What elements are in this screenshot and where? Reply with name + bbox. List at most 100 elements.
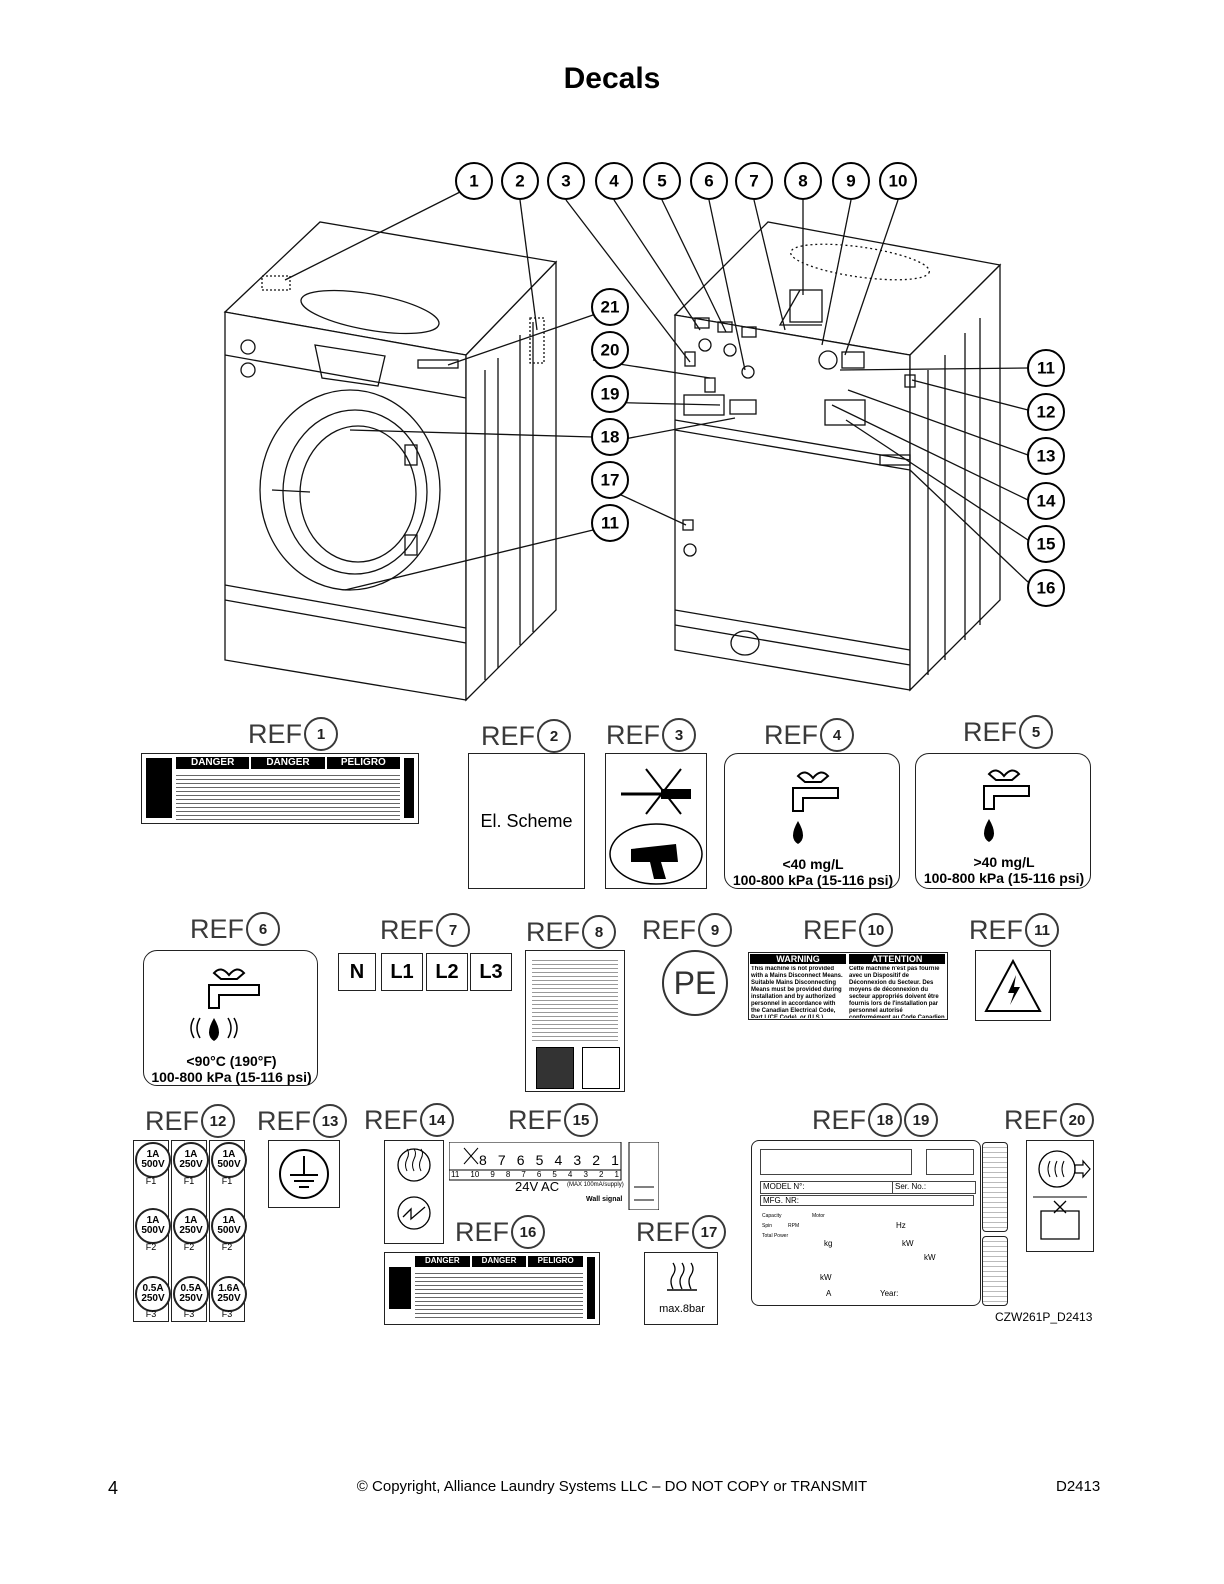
callout-17: 17 — [591, 461, 629, 499]
fuse-label: F2 — [221, 1242, 233, 1252]
svg-text:8: 8 — [798, 172, 807, 191]
nameplate-mfg-row: MFG. NR: — [760, 1195, 974, 1206]
shock-hazard-icon — [146, 758, 172, 818]
warning-header-en: WARNING — [750, 954, 846, 964]
signal-max-current: (MAX 100mA/supply) — [567, 1182, 624, 1188]
danger-small-part-number — [587, 1257, 595, 1319]
warning-text-en: This machine is not provided with a Main… — [751, 966, 843, 1018]
machine-diagram: 1 2 3 4 5 6 7 8 9 10 11 12 13 14 15 16 1… — [223, 162, 1065, 702]
svg-text:1: 1 — [469, 172, 478, 191]
callout-1: 1 — [455, 162, 493, 200]
decal-nameplate: MODEL N°: Ser. No.: MFG. NR: Capacity Mo… — [751, 1140, 981, 1306]
danger-small-headers: DANGER DANGER PELIGRO — [415, 1256, 584, 1267]
nameplate-kw: kW — [902, 1239, 914, 1248]
fuse-label: F2 — [183, 1242, 195, 1252]
heater-icons — [397, 1148, 431, 1230]
fuse-label: F3 — [221, 1309, 233, 1319]
decal-ground — [268, 1140, 340, 1208]
hot-faucet-icon — [190, 968, 260, 1041]
svg-text:14: 14 — [1037, 492, 1056, 511]
terminal-l2: L2 — [426, 953, 468, 991]
nameplate-hz: Hz — [896, 1221, 906, 1230]
fuse-label: F1 — [183, 1176, 195, 1186]
callout-12: 12 — [1027, 393, 1065, 431]
pressure-max: max.8bar — [659, 1303, 705, 1315]
machine-illustration — [582, 1047, 620, 1089]
svg-text:13: 13 — [1037, 447, 1056, 466]
nameplate-capacity: Capacity — [762, 1213, 782, 1219]
decal-pressure: max.8bar — [644, 1252, 718, 1325]
machine-illustration — [536, 1047, 574, 1089]
faucet-icon — [792, 771, 839, 844]
svg-text:3: 3 — [561, 172, 570, 191]
nameplate-logo-area — [760, 1149, 912, 1175]
lightning-triangle-icon — [984, 958, 1042, 1012]
water-hot-pressure: 100-800 kPa (15-116 psi) — [151, 1069, 312, 1085]
callout-9: 9 — [832, 162, 870, 200]
svg-text:17: 17 — [601, 471, 620, 490]
decal-danger-small: DANGER DANGER PELIGRO — [384, 1252, 600, 1325]
decal-water-soft: <40 mg/L 100-800 kPa (15-116 psi) — [724, 753, 900, 889]
nameplate-kw: kW — [820, 1273, 832, 1282]
water-hard-pressure: 100-800 kPa (15-116 psi) — [923, 870, 1085, 886]
terminal-l3: L3 — [470, 953, 512, 991]
svg-text:16: 16 — [1037, 579, 1056, 598]
svg-text:2: 2 — [515, 172, 524, 191]
nameplate-motor: Motor — [812, 1213, 825, 1219]
nameplate-year: Year: — [880, 1289, 899, 1298]
nameplate-kw: kW — [924, 1253, 936, 1262]
callout-21: 21 — [591, 288, 629, 326]
water-hot-temperature: <90°C (190°F) — [186, 1053, 277, 1069]
nameplate-barcode-area — [926, 1149, 974, 1175]
decal-el-scheme: El. Scheme — [468, 753, 585, 889]
svg-text:10: 10 — [889, 172, 908, 191]
nameplate-rpm: RPM — [788, 1223, 800, 1229]
document-code: D2413 — [1056, 1478, 1101, 1495]
water-hard-hardness: >40 mg/L — [973, 854, 1035, 870]
steam-icon — [667, 1262, 697, 1291]
decal-instructions — [525, 950, 625, 1092]
callout-18: 18 — [591, 418, 629, 456]
screwdriver-drill-icon — [609, 768, 703, 885]
svg-text:18: 18 — [601, 428, 620, 447]
signal-voltage: 24V AC — [515, 1179, 560, 1194]
callout-13: 13 — [1027, 437, 1065, 475]
callout-8: 8 — [784, 162, 822, 200]
callout-2: 2 — [501, 162, 539, 200]
nameplate-side-strip — [982, 1236, 1008, 1306]
callout-19: 19 — [591, 375, 629, 413]
left-machine-drawing — [223, 221, 558, 702]
decal-water-hot: <90°C (190°F) 100-800 kPa (15-116 psi) — [143, 950, 318, 1086]
callout-11: 11 — [1027, 349, 1065, 387]
callout-15: 15 — [1027, 525, 1065, 563]
callout-6: 6 — [690, 162, 728, 200]
svg-text:7: 7 — [749, 172, 758, 191]
fuse-label: F3 — [183, 1309, 195, 1319]
callout-7: 7 — [735, 162, 773, 200]
svg-text:11: 11 — [1037, 359, 1055, 378]
